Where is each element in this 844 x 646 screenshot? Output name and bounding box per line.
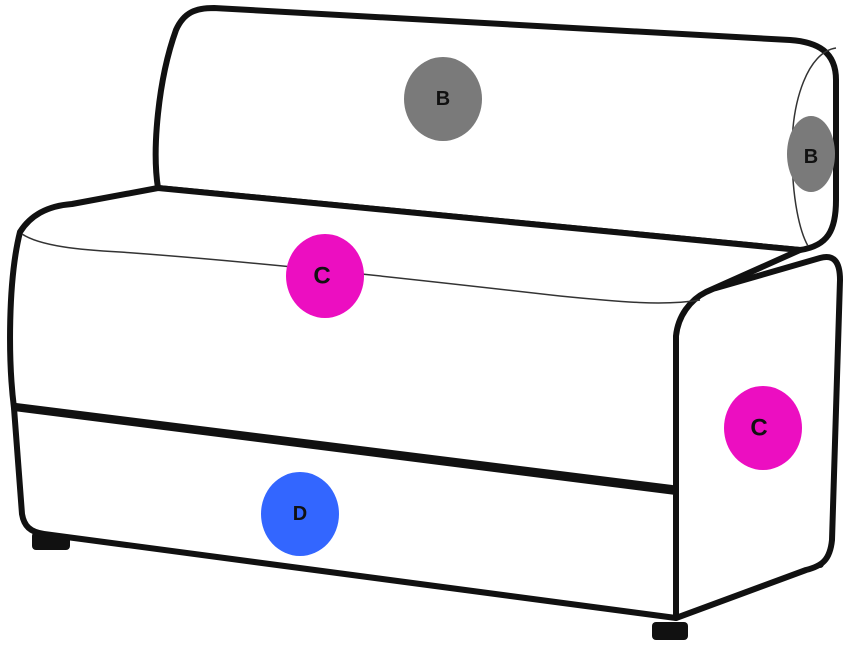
marker-label: C [750, 415, 767, 442]
marker-backrest-front: B [404, 57, 482, 141]
marker-seat-front: C [286, 234, 364, 318]
marker-label: C [313, 263, 330, 290]
marker-label: B [436, 88, 450, 110]
leg-front-right [652, 622, 688, 640]
marker-label: D [293, 503, 307, 525]
marker-backrest-side: B [787, 116, 835, 192]
marker-seat-side: C [724, 386, 802, 470]
marker-base-front: D [261, 472, 339, 556]
marker-label: B [804, 146, 818, 168]
